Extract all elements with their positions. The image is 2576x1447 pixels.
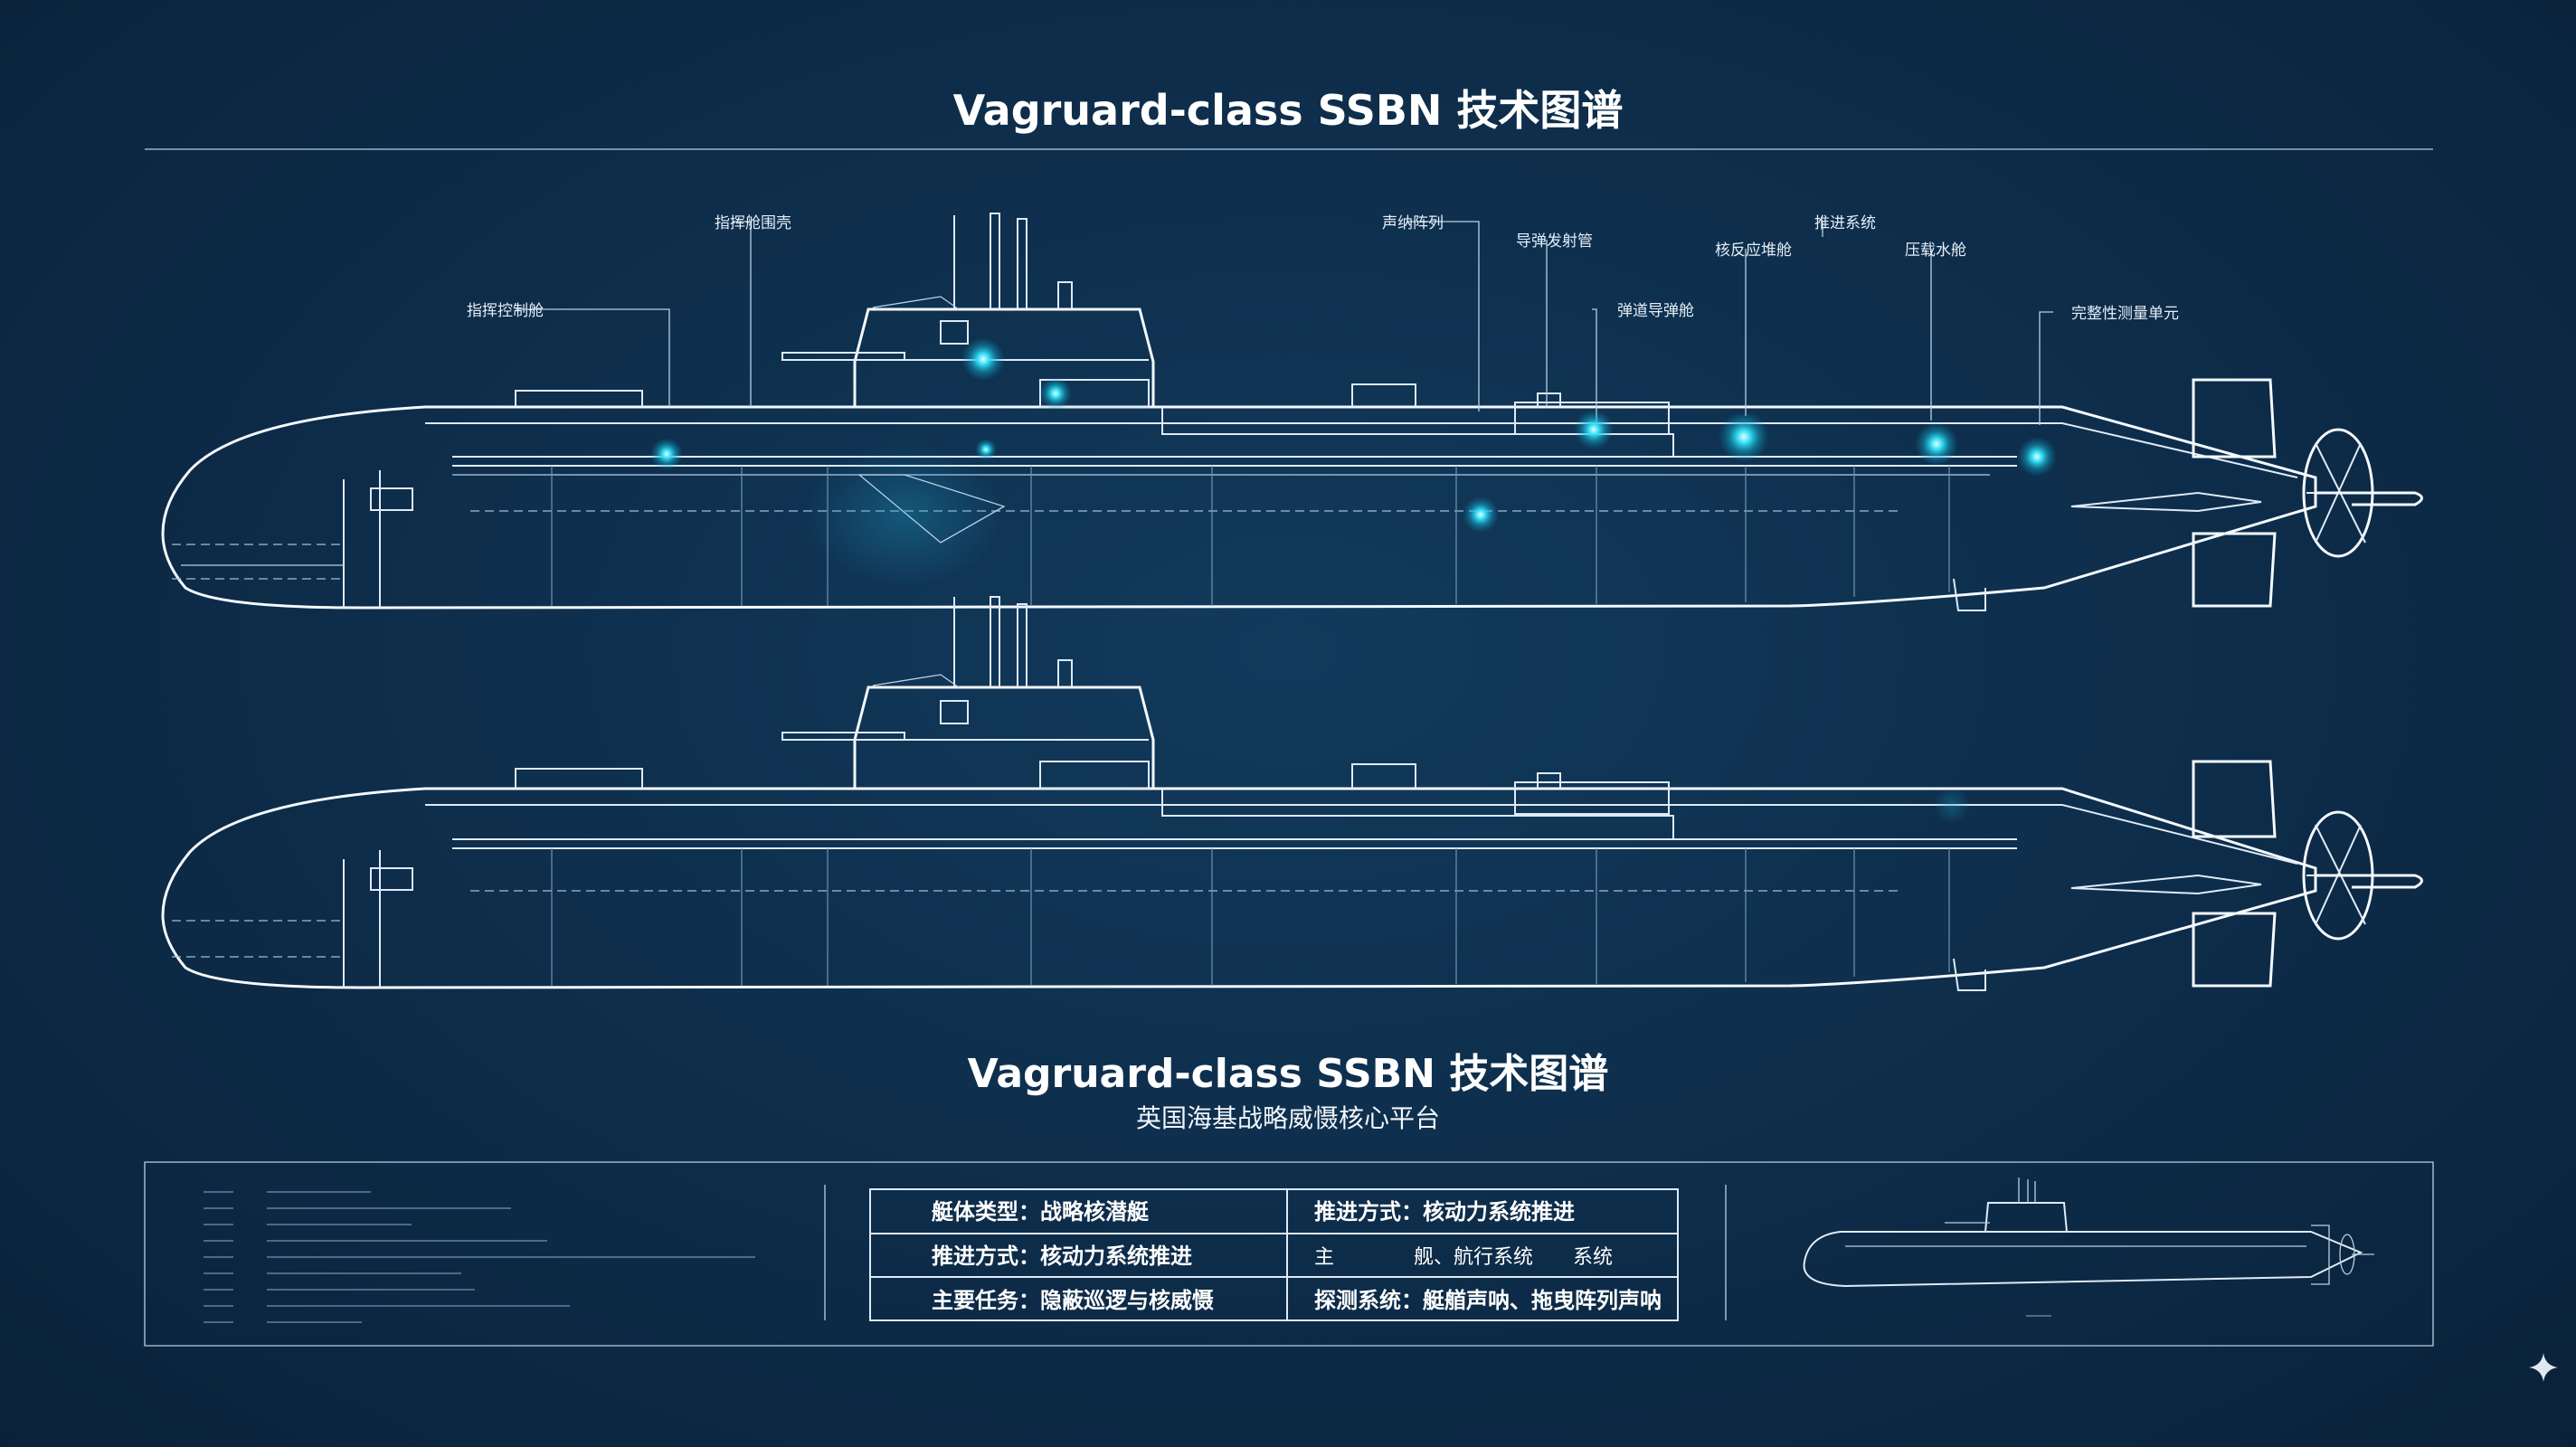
- page-title: Vagruard-class SSBN 技术图谱: [953, 86, 1624, 135]
- glow-marker-icon: [2017, 437, 2057, 477]
- callout-command-bay: 指挥控制舱: [467, 302, 544, 320]
- glow-marker-icon: [1574, 410, 1614, 449]
- glow-marker-icon: [1463, 497, 1499, 533]
- spec-main-systems: 主 舰、航行系统 系统: [1314, 1246, 1613, 1269]
- submarine-profile: [161, 596, 2423, 991]
- glow-marker-icon: [1915, 422, 1958, 466]
- fine-print-block: [204, 1191, 755, 1323]
- glow-marker-icon: [961, 337, 1005, 381]
- callout-ballistic-bay: 弹道导弹舱: [1617, 302, 1694, 320]
- callout-labels: 指挥控制舱 指挥舱围壳 声纳阵列 导弹发射管 弹道导弹舱 核反应堆舱 推进系统 …: [467, 214, 2179, 323]
- callout-sonar-array: 声纳阵列: [1382, 214, 1444, 232]
- glow-marker-icon: [975, 439, 997, 460]
- submarine-thumbnail: [1803, 1177, 2374, 1317]
- glow-marker-icon: [1039, 377, 1072, 410]
- spec-table: 艇体类型：战略核潜艇 推进方式：核动力系统推进 推进方式：核动力系统推进 主 舰…: [869, 1188, 1679, 1321]
- spec-propulsion-b: 推进方式：核动力系统推进: [932, 1244, 1192, 1269]
- spec-mission: 主要任务：隐蔽巡逻与核威慑: [932, 1288, 1214, 1313]
- callout-sail: 指挥舱围壳: [715, 214, 791, 232]
- spec-propulsion-a: 推进方式：核动力系统推进: [1314, 1199, 1575, 1225]
- callout-missile-tubes: 导弹发射管: [1516, 232, 1593, 251]
- spec-detection: 探测系统：艇艏声呐、拖曳阵列声呐: [1314, 1288, 1662, 1313]
- callout-propulsion: 推进系统: [1814, 214, 1876, 232]
- submarine-annotated: [161, 213, 2423, 611]
- glow-marker-icon: [650, 438, 683, 470]
- caption-subtitle: 英国海基战略威慑核心平台: [1136, 1103, 1440, 1133]
- callout-reactor: 核反应堆舱: [1715, 241, 1792, 260]
- callout-leaders: [516, 221, 2053, 430]
- sparkle-icon: [2529, 1353, 2558, 1382]
- glow-markers: [650, 337, 2057, 533]
- spec-hull-type: 艇体类型：战略核潜艇: [932, 1199, 1149, 1225]
- glow-marker-icon: [1719, 411, 1769, 462]
- info-panel: 艇体类型：战略核潜艇 推进方式：核动力系统推进 推进方式：核动力系统推进 主 舰…: [144, 1161, 2434, 1347]
- callout-integrity-unit: 完整性测量单元: [2071, 305, 2179, 323]
- caption-title: Vagruard-class SSBN 技术图谱: [968, 1051, 1609, 1097]
- callout-ballast: 压载水舱: [1905, 241, 1966, 260]
